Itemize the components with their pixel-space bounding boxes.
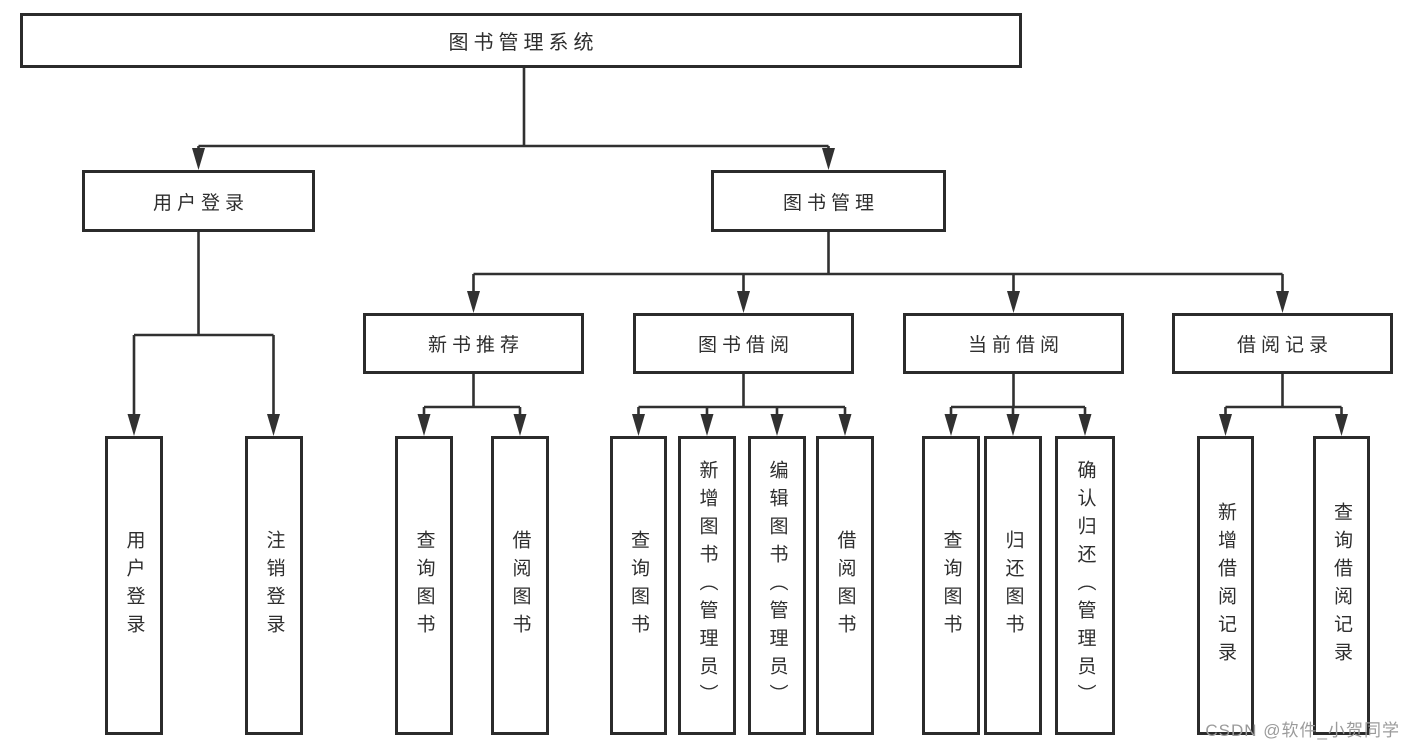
- node-current-borrow: 当前借阅: [903, 313, 1124, 374]
- leaf-return-books: 归还图书: [984, 436, 1042, 735]
- leaf-confirm-return-admin: 确认归还（管理员）: [1055, 436, 1115, 735]
- leaf-user-login: 用户登录: [105, 436, 163, 735]
- node-root: 图书管理系统: [20, 13, 1022, 68]
- leaf-edit-books-admin: 编辑图书（管理员）: [748, 436, 806, 735]
- csdn-watermark: CSDN @软件_小贺同学: [1205, 721, 1400, 740]
- leaf-logout: 注销登录: [245, 436, 303, 735]
- leaf-add-borrow-record: 新增借阅记录: [1197, 436, 1254, 735]
- node-borrow-records: 借阅记录: [1172, 313, 1393, 374]
- leaf-add-books-admin: 新增图书（管理员）: [678, 436, 736, 735]
- node-user-login: 用户登录: [82, 170, 315, 232]
- leaf-borrow-books-recommend: 借阅图书: [491, 436, 549, 735]
- leaf-query-books-current: 查询图书: [922, 436, 980, 735]
- leaf-borrow-books-borrow: 借阅图书: [816, 436, 874, 735]
- node-new-book-recommend: 新书推荐: [363, 313, 584, 374]
- leaf-query-books-borrow: 查询图书: [610, 436, 667, 735]
- leaf-query-borrow-record: 查询借阅记录: [1313, 436, 1370, 735]
- leaf-query-books-recommend: 查询图书: [395, 436, 453, 735]
- node-book-borrow: 图书借阅: [633, 313, 854, 374]
- node-book-management: 图书管理: [711, 170, 946, 232]
